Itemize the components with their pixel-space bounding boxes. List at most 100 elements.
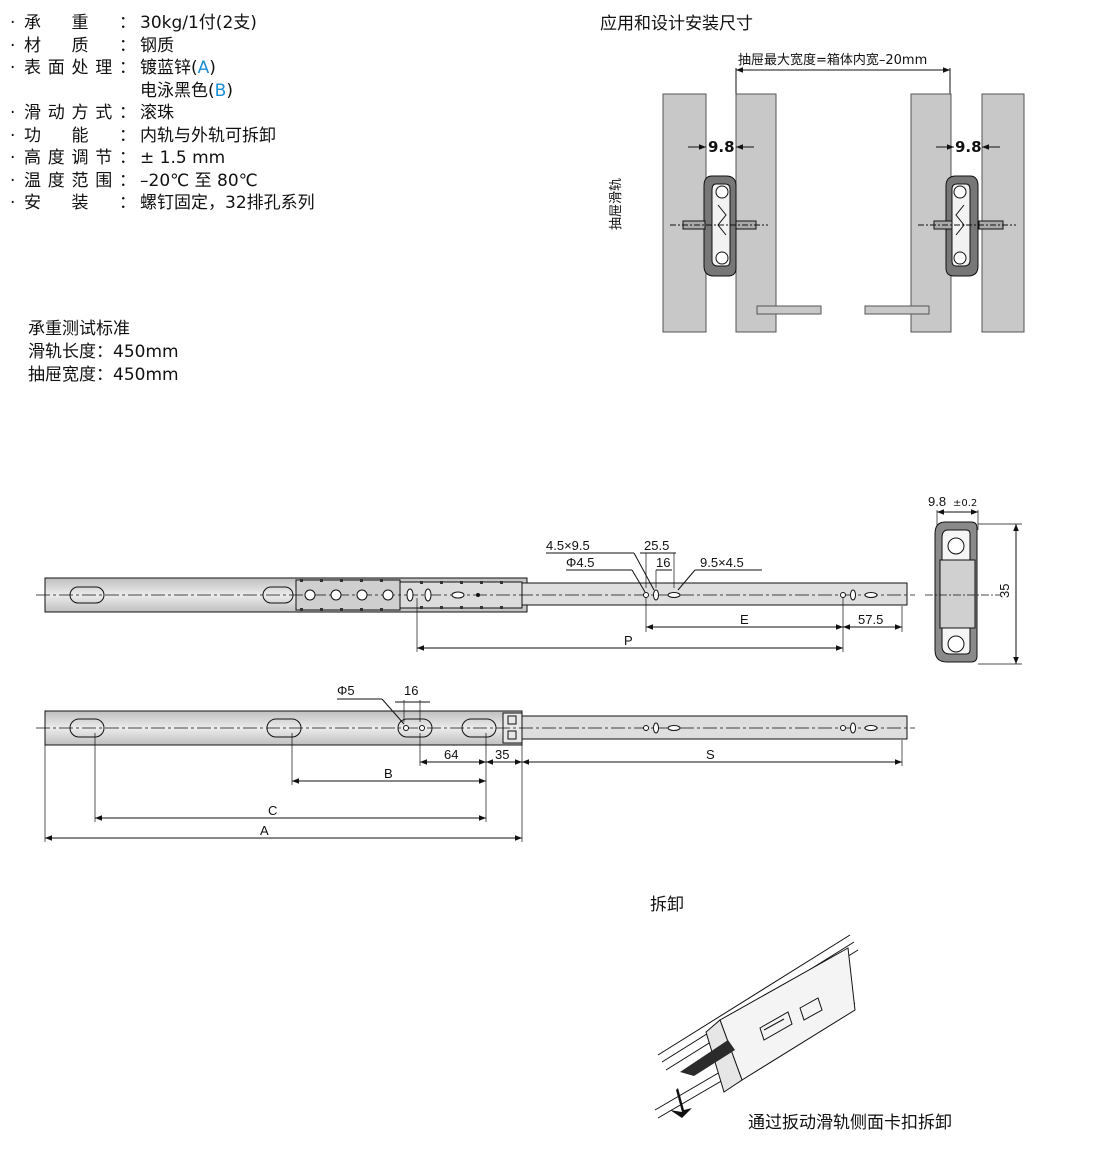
spec-value-text: 镀蓝锌(	[140, 58, 198, 78]
inner-rail-view: 4.5×9.5 Φ4.5 25.5 16 9.5×4.5 E 57.5 P	[36, 538, 915, 652]
spec-row: ·温度范围：–20℃ 至 80℃	[10, 170, 315, 193]
spec-label-char: 高	[24, 148, 41, 168]
spec-label-char: 材	[24, 35, 41, 56]
spec-bullet: ·	[10, 193, 16, 213]
spec-bullet: ·	[10, 125, 16, 146]
spec-colon: ：	[119, 35, 136, 56]
spec-value: 镀蓝锌(A)	[136, 57, 216, 80]
spec-label-char: 承	[24, 13, 41, 33]
left-slide-profile	[670, 175, 768, 277]
spec-label-char: 节	[95, 148, 113, 168]
spec-bullet: ·	[10, 103, 16, 123]
spec-row: ·高度调节：± 1.5 mm	[10, 147, 315, 170]
detach-caption: 通过扳动滑轨侧面卡扣拆卸	[748, 1113, 952, 1133]
spec-label-char: 重	[71, 13, 89, 33]
spec-label: 滑动方式：	[24, 102, 136, 125]
spec-label-char: 动	[47, 103, 65, 123]
section-width: 9.8	[928, 494, 946, 509]
spec-row: · 表面处理 ：镀蓝锌(A)	[10, 57, 315, 80]
test-drawer-width: 抽屉宽度：450mm	[28, 365, 179, 385]
spec-value: 钢质	[140, 35, 174, 56]
spec-label-char: 温	[24, 170, 41, 191]
spec-row: · 滑动方式：滚珠	[10, 102, 315, 125]
dim-57.5: 57.5	[858, 612, 883, 627]
test-rail-length: 滑轨长度：450mm	[28, 342, 179, 362]
spec-bullet: ·	[10, 58, 16, 78]
spec-label-char: 面	[47, 58, 65, 78]
spec-list: ·承重：30kg/1付(2支)·材质：钢质·表面处理：镀蓝锌(A)电泳黑色(B)…	[10, 12, 315, 215]
spec-value: 30kg/1付(2支)	[140, 13, 257, 33]
dim-25.5: 25.5	[644, 538, 669, 553]
dim-35: 35	[495, 747, 509, 762]
dim-A: A	[260, 823, 269, 838]
spec-row: ·功能：内轨与外轨可拆卸	[10, 125, 315, 148]
spec-colon: ：	[119, 58, 136, 78]
dim-hole-phi4.5: Φ4.5	[566, 555, 594, 570]
spec-value: 内轨与外轨可拆卸	[140, 125, 276, 146]
dim-E: E	[740, 612, 749, 627]
spec-label-char: 围	[95, 170, 113, 191]
dim-slot-9.5x4.5: 9.5×4.5	[700, 555, 744, 570]
spec-value: 电泳黑色(B)	[136, 80, 233, 103]
spec-colon: ：	[119, 193, 136, 213]
spec-value-close: )	[209, 58, 216, 78]
dim-P: P	[624, 633, 633, 648]
spec-label-char: 质	[71, 35, 89, 56]
test-title: 承重测试标准	[28, 319, 130, 339]
dim-slot-4.5x9.5: 4.5×9.5	[546, 538, 590, 553]
spec-label: 承 重 ：	[24, 12, 136, 35]
drawer-left-panel	[735, 93, 777, 333]
spec-value-text: 电泳黑色(	[140, 80, 215, 101]
section-height: 35	[997, 584, 1012, 598]
spec-label-char: 处	[71, 58, 89, 78]
spec-label-char: 表	[24, 58, 41, 78]
spec-label: 材 质 ：	[24, 35, 136, 58]
right-slide-profile	[918, 175, 1016, 277]
dim-S: S	[706, 747, 715, 762]
spec-colon: ：	[119, 13, 136, 33]
spec-label-char: 式	[95, 103, 113, 123]
spec-value: 滚珠	[140, 103, 174, 123]
spec-label-char: 调	[71, 148, 89, 168]
spec-bullet: ·	[10, 13, 16, 33]
spec-label-char: 度	[47, 148, 65, 168]
section-tolerance: ±0.2	[953, 498, 977, 509]
spec-value: 螺钉固定，32排孔系列	[140, 193, 315, 213]
spec-value: –20℃ 至 80℃	[140, 170, 258, 191]
spec-label: 温度范围：	[24, 170, 136, 193]
inner-rail-body	[521, 582, 908, 606]
spec-label: 功能：	[24, 125, 136, 148]
dim-64: 64	[444, 747, 458, 762]
finish-code: B	[214, 80, 227, 101]
dim-16-inner: 16	[656, 555, 670, 570]
spec-label-char: 能	[71, 125, 89, 146]
spec-label-char: 理	[95, 58, 113, 78]
dim-C: C	[268, 803, 277, 818]
test-standard: 承重测试标准 滑轨长度：450mm 抽屉宽度：450mm	[28, 318, 179, 387]
spec-label: 表面处理 ：	[24, 57, 136, 80]
detach-illustration: 拆卸 通过扳动滑轨侧面卡扣拆卸	[650, 895, 952, 1133]
dim-phi5: Φ5	[337, 683, 355, 698]
spec-label: 高度调节：	[24, 147, 136, 170]
spec-bullet: ·	[10, 148, 16, 168]
spec-label-char: 范	[71, 170, 89, 191]
spec-label-char: 方	[71, 103, 89, 123]
spec-label-char: 安	[24, 193, 41, 213]
spec-row: ·材质：钢质	[10, 35, 315, 58]
spec-label: 安 装 ：	[24, 192, 136, 215]
spec-label-char: 滑	[24, 103, 41, 123]
detach-title: 拆卸	[650, 895, 684, 915]
side-rail-label: 抽屉滑轨	[609, 178, 624, 230]
install-width-note: 抽屉最大宽度=箱体内宽–20mm	[738, 52, 927, 68]
spec-row: 电泳黑色(B)	[10, 80, 315, 103]
cabinet-right-panel	[981, 93, 1025, 333]
spec-row: · 承 重 ：30kg/1付(2支)	[10, 12, 315, 35]
install-diagram: 应用和设计安装尺寸 抽屉最大宽度=箱体内宽–20mm 抽屉滑轨 9.8 9.8	[600, 14, 1025, 333]
dim-B: B	[384, 766, 393, 781]
gap-right-label: 9.8	[955, 138, 982, 156]
spec-label-char: 功	[24, 125, 41, 146]
rail-cross-section: 9.8 ±0.2 35	[925, 494, 1022, 665]
spec-label-char: 装	[71, 193, 89, 213]
drawer-right-panel	[910, 93, 952, 333]
cabinet-left-panel	[662, 93, 707, 333]
